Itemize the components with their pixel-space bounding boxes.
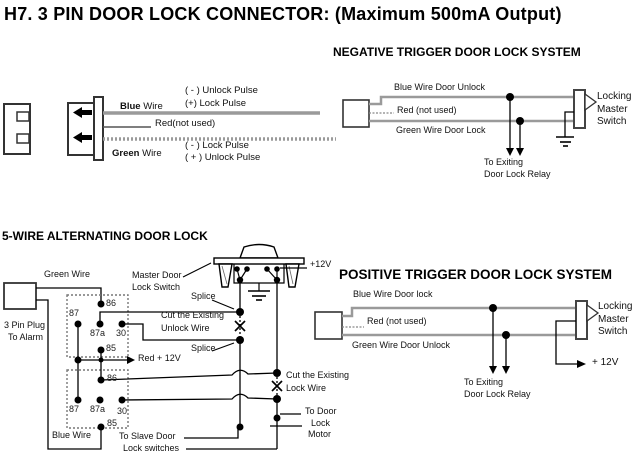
negative-red-label: Red (not used) — [397, 105, 457, 115]
positive-relay-note-line2: Door Lock Relay — [464, 389, 531, 399]
slave-door-line2: Lock switches — [123, 443, 180, 453]
motor-line1: To Door — [305, 406, 337, 416]
relay2-pin-85: 85 — [107, 418, 118, 428]
splice-dot — [489, 304, 497, 312]
relay1-pin-85: 85 — [106, 343, 117, 353]
master-switch-note-line2: Lock Switch — [132, 282, 181, 292]
relay2-pin-87: 87 — [69, 404, 80, 414]
page-title: H7. 3 PIN DOOR LOCK CONNECTOR: (Maximum … — [4, 4, 562, 24]
relay1-pin-86: 86 — [106, 298, 117, 308]
arrow-down-icon — [516, 148, 524, 156]
slave-door-line1: To Slave Door — [119, 431, 176, 441]
five-wire-blue-wire-label: Blue Wire — [52, 430, 92, 440]
motor-line3: Motor — [308, 429, 332, 439]
relay2-box — [66, 369, 129, 429]
five-wire-drawing — [3, 243, 307, 450]
cut-unlock-line1: Cut the Existing — [161, 310, 225, 320]
positive-switch-label: Locking Master Switch — [598, 301, 633, 337]
plug-label-line2: To Alarm — [8, 332, 44, 342]
motor-line2: Lock — [311, 418, 331, 428]
cut-x-icon — [234, 320, 246, 332]
pinout-green-lock-pulse: ( - ) Lock Pulse — [185, 140, 249, 151]
cut-lock-line1: Cut the Existing — [286, 370, 350, 380]
five-wire-title: 5-WIRE ALTERNATING DOOR LOCK — [2, 229, 208, 243]
splice-dot — [516, 117, 524, 125]
plug-label-line1: 3 Pin Plug — [4, 320, 46, 330]
pin-arrow-icon — [73, 132, 92, 143]
master-switch-symbol — [573, 89, 586, 129]
positive-red-label: Red (not used) — [367, 316, 427, 326]
splice-label-bottom: Splice — [191, 343, 216, 353]
positive-blue-label: Blue Wire Door lock — [353, 289, 433, 299]
red-12v-label: Red + 12V — [138, 353, 181, 363]
positive-relay-note-line1: To Exiting — [464, 377, 504, 387]
pinout-green-wire-label: Green Wire — [112, 148, 162, 159]
five-wire-green-wire-label: Green Wire — [44, 269, 91, 279]
relay1-box — [66, 294, 129, 358]
splice-dot — [506, 93, 514, 101]
negative-relay-note-line2: Door Lock Relay — [484, 169, 551, 179]
negative-switch-label: Locking Master Switch — [597, 91, 632, 127]
arrow-down-icon — [506, 148, 514, 156]
pin-arrow-icon — [73, 107, 92, 118]
positive-trigger-drawing — [314, 300, 600, 374]
splice-label-top: Splice — [191, 291, 216, 301]
negative-green-label: Green Wire Door Lock — [396, 125, 486, 135]
relay2-pin-86: 86 — [107, 373, 118, 383]
master-switch-symbol — [575, 300, 588, 340]
ground-icon — [556, 136, 574, 147]
cut-unlock-line2: Unlock Wire — [161, 323, 210, 333]
alarm-plug-box — [3, 282, 37, 310]
positive-trigger-title: POSITIVE TRIGGER DOOR LOCK SYSTEM — [339, 267, 613, 282]
pinout-blue-lock-pulse: (+) Lock Pulse — [185, 98, 246, 109]
pinout-green-unlock-pulse: ( + ) Unlock Pulse — [185, 152, 261, 163]
cut-x-icon — [271, 380, 283, 392]
relay2-pin-87a: 87a — [90, 404, 106, 414]
master-switch-note-line1: Master Door — [132, 270, 182, 280]
negative-blue-label: Blue Wire Door Unlock — [394, 82, 486, 92]
plus-12v-label: +12V — [310, 259, 332, 269]
arrow-down-icon — [502, 366, 510, 374]
negative-trigger-drawing — [342, 89, 598, 156]
relay1-pin-30: 30 — [116, 328, 127, 338]
pinout-blue-unlock-pulse: ( - ) Unlock Pulse — [185, 85, 258, 96]
positive-plus-12v-label: + 12V — [592, 357, 619, 368]
connector-pinout-drawing — [3, 96, 336, 161]
cut-lock-line2: Lock Wire — [286, 383, 327, 393]
ground-icon — [248, 290, 270, 301]
relay1-pin-87: 87 — [69, 308, 80, 318]
rocker-switch-symbol — [213, 243, 307, 301]
pinout-blue-wire-label: Blue Wire — [120, 101, 163, 112]
splice-dot — [502, 331, 510, 339]
negative-trigger-title: NEGATIVE TRIGGER DOOR LOCK SYSTEM — [333, 45, 581, 59]
negative-relay-note-line1: To Exiting — [484, 157, 524, 167]
arrow-right-icon — [127, 356, 135, 364]
relay2-pin-30: 30 — [117, 406, 128, 416]
arrow-down-icon — [489, 366, 497, 374]
relay1-pin-87a: 87a — [90, 328, 106, 338]
positive-green-label: Green Wire Door Unlock — [352, 340, 451, 350]
pinout-red-label: Red(not used) — [155, 118, 216, 129]
arrow-right-icon — [577, 360, 586, 368]
